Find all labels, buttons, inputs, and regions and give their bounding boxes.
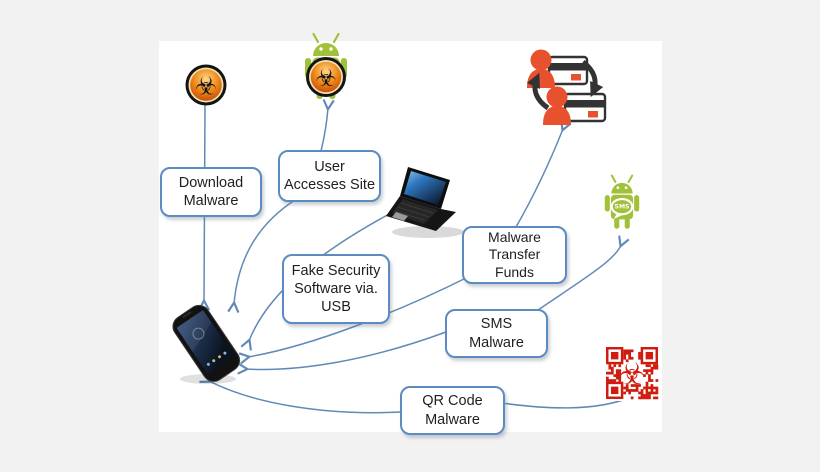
- label-box-sms-malware: SMS Malware: [445, 309, 548, 358]
- label-box-qr-code-malware: QR Code Malware: [400, 386, 505, 435]
- line-qr-to-box: [501, 396, 632, 409]
- arrow-qr-to-phone: [209, 381, 402, 414]
- box-line: Accesses Site: [283, 177, 376, 193]
- box-line: QR Code: [422, 393, 483, 410]
- label-box-fake-security-usb: Fake Security Software via. USB: [282, 254, 390, 324]
- credit-card-bottom: [563, 92, 607, 123]
- phone-clock-widget: [192, 327, 205, 340]
- arrow-site-to-phone: [234, 197, 299, 304]
- box-line: Funds: [495, 263, 534, 280]
- laptop-shadow: [392, 226, 464, 238]
- arrow-sms-to-android: [537, 245, 621, 311]
- biohazard-glyph: ☣: [195, 72, 217, 101]
- laptop-keyboard: [392, 199, 438, 224]
- person-bottom: [543, 86, 571, 125]
- smartphone-icon: [172, 304, 241, 384]
- label-box-malware-transfer-funds: Malware Transfer Funds: [462, 226, 567, 284]
- biohazard-badge: ☣: [306, 57, 346, 97]
- transfer-cycle-arrow-left: [526, 72, 550, 111]
- label-box-download-malware: Download Malware: [160, 167, 262, 217]
- box-line: User: [314, 158, 345, 175]
- box-line: Download: [178, 174, 244, 191]
- phone-earpiece: [182, 311, 192, 318]
- laptop-touchpad: [392, 212, 408, 221]
- connectors: [204, 104, 632, 414]
- box-line: SMS: [480, 316, 513, 333]
- laptop-screen: [404, 171, 446, 205]
- box-line: Malware: [469, 334, 524, 351]
- laptop-icon: [386, 167, 464, 238]
- transfer-cycle-arrow-right: [581, 59, 604, 98]
- arrow-transfer-to-money: [515, 129, 563, 228]
- money-transfer-icon: [526, 49, 607, 125]
- android-malware-icon: ☣: [305, 32, 347, 99]
- biohazard-icon: ☣: [185, 64, 227, 106]
- arrow-sms-to-phone: [246, 331, 447, 369]
- credit-card-top: [547, 55, 589, 86]
- phone-dock-icons: [206, 351, 227, 366]
- box-line: Transfer: [488, 246, 541, 263]
- box-line: Fake Security: [291, 262, 381, 279]
- box-line: Malware: [425, 411, 480, 428]
- qr-modules: [606, 347, 659, 400]
- box-line: Software via.: [294, 280, 378, 297]
- biohazard-glyph: ☣: [315, 64, 337, 92]
- qr-biohazard-glyph: ☣: [619, 357, 646, 392]
- android-sms-icon: SMS: [604, 174, 640, 229]
- label-box-user-accesses-site: User Accesses Site: [278, 150, 381, 202]
- qr-code-icon: ☣: [604, 345, 660, 401]
- box-line: USB: [321, 299, 351, 316]
- arrow-transfer-to-phone: [248, 276, 469, 357]
- sms-badge-text: SMS: [615, 204, 630, 211]
- box-line: Malware: [488, 228, 541, 245]
- sms-badge: SMS: [610, 198, 634, 219]
- biohazard-body: [190, 69, 222, 101]
- box-line: Malware: [183, 193, 239, 209]
- arrow-site-to-android: [320, 108, 328, 152]
